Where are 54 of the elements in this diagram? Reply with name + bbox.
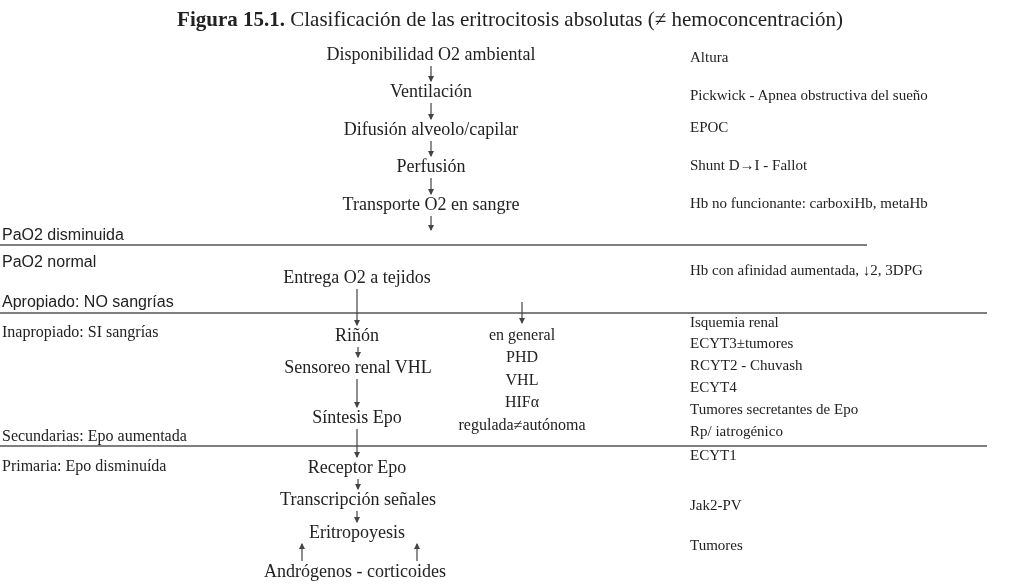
step-text: Eritropoyesis <box>309 523 405 543</box>
arrow <box>428 215 434 231</box>
mechanism-text: PHD <box>505 347 539 368</box>
step-text: Perfusión <box>396 157 466 177</box>
section-label: Apropiado: NO sangrías <box>2 293 174 311</box>
step-text: Receptor Epo <box>307 458 407 478</box>
arrow <box>414 542 420 562</box>
cause-label: Pickwick - Apnea obstructiva del sueño <box>690 86 928 104</box>
arrow <box>428 65 434 83</box>
cause-label: Hb no funcionante: carboxiHb, metaHb <box>690 194 928 212</box>
step-text: Transcripción señales <box>280 490 436 510</box>
step-text: Andrógenos - corticoides <box>264 562 446 582</box>
arrow <box>354 378 360 409</box>
section-label: Secundarias: Epo aumentada <box>2 427 187 445</box>
mechanism-text: VHL <box>504 369 540 390</box>
step-text: Difusión alveolo/capilar <box>343 120 519 140</box>
step-text: Riñón <box>335 326 379 346</box>
section-label: Primaria: Epo disminuída <box>2 457 167 475</box>
step-text: Sensoreo renal VHL <box>284 358 432 378</box>
section-label: Inapropiado: SI sangrías <box>2 323 159 341</box>
cause-label: ECYT1 <box>690 446 737 464</box>
cause-label: Isquemia renal <box>690 313 779 331</box>
arrow <box>354 428 360 459</box>
cause-label: Tumores <box>690 536 743 554</box>
arrow <box>354 288 360 327</box>
cause-label: Jak2-PV <box>690 496 742 514</box>
step-text: Transporte O2 en sangre <box>342 195 520 215</box>
arrow <box>519 301 525 324</box>
figure-title: Figura 15.1. Clasificación de las eritrocitosis absolutas (≠ hemoconcentración) <box>177 8 843 32</box>
step-text: Disponibilidad O2 ambiental <box>326 45 536 65</box>
cause-label: ECYT3±tumores <box>690 334 794 352</box>
step-text: Entrega O2 a tejidos <box>283 268 431 288</box>
step-text: Síntesis Epo <box>312 408 402 428</box>
cause-label: EPOC <box>690 118 729 136</box>
section-label: PaO2 normal <box>2 253 97 271</box>
cause-label: Shunt D→I - Fallot <box>690 156 808 174</box>
arrow <box>354 510 360 524</box>
arrow <box>355 478 361 491</box>
mechanism-text: HIFα <box>503 392 541 413</box>
mechanism-text: regulada≠autónoma <box>458 414 586 436</box>
cause-label: Hb con afinidad aumentada, ↓2, 3DPG <box>690 261 923 279</box>
arrow <box>355 346 361 359</box>
arrow <box>428 177 434 196</box>
arrow <box>428 102 434 121</box>
cause-label: Tumores secretantes de Epo <box>690 400 859 418</box>
cause-label: Altura <box>690 48 729 66</box>
cause-label: ECYT4 <box>690 378 737 396</box>
cause-label: RCYT2 - Chuvash <box>690 356 803 374</box>
step-text: Ventilación <box>390 82 472 102</box>
mechanism-text: en general <box>487 325 557 346</box>
arrow <box>299 542 305 562</box>
cause-label: Rp/ iatrogénico <box>690 422 783 440</box>
section-label: PaO2 disminuida <box>2 226 124 244</box>
arrow <box>428 140 434 158</box>
